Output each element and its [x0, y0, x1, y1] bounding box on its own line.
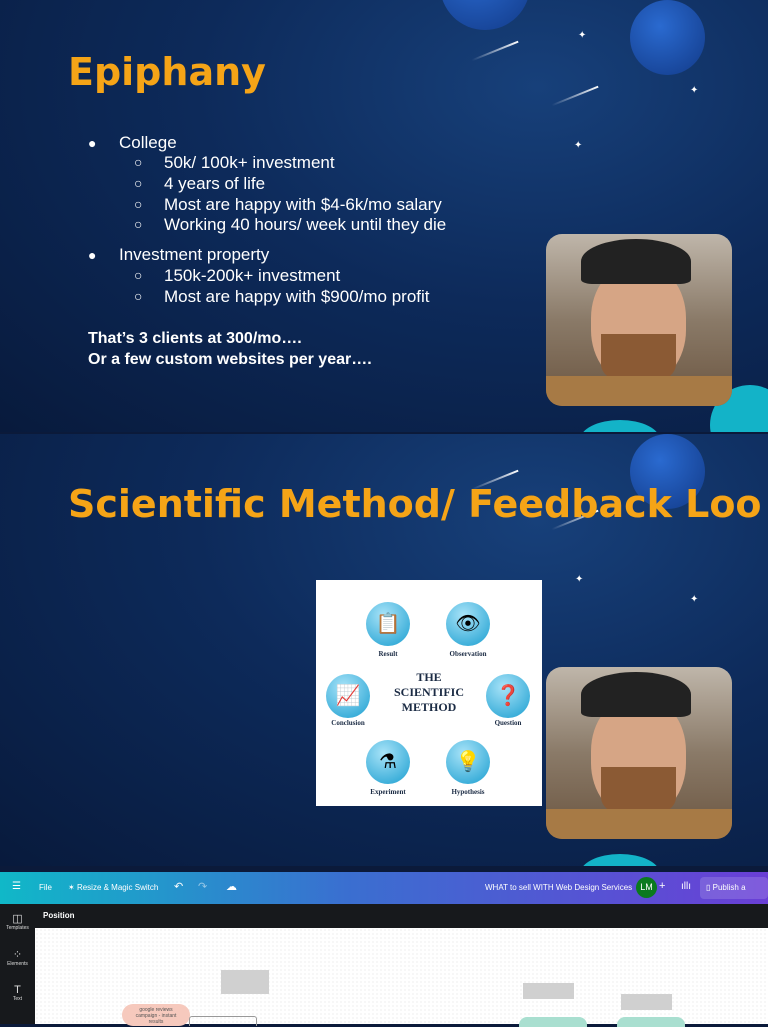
sub-bullet: Most are happy with $900/mo profit [164, 287, 430, 306]
cloud-decoration [580, 420, 660, 432]
step-label: Hypothesis [451, 788, 485, 796]
sub-bullet-icon: ○ [134, 196, 143, 212]
slide-scientific-method: ✦ ✦ Scientific Method/ Feedback Loo 📋 Re… [0, 434, 768, 866]
sub-bullet-icon: ○ [134, 216, 143, 232]
bullet-icon: ● [88, 247, 97, 263]
chart-icon: 📈 [326, 674, 370, 718]
shape[interactable] [519, 1017, 587, 1027]
bullet-investment-property: Investment property [119, 245, 270, 264]
result-icon: 📋 [366, 602, 410, 646]
sub-bullet: Working 40 hours/ week until they die [164, 215, 447, 234]
eye-icon: 👁 [446, 602, 490, 646]
publish-button[interactable]: ▯ Publish a [700, 877, 768, 899]
star-icon: ✦ [690, 594, 699, 605]
avatar[interactable]: LM [636, 877, 657, 898]
star-icon: ✦ [690, 85, 699, 96]
webcam-video [546, 234, 732, 406]
cloud-save-icon[interactable]: ☁ [226, 881, 237, 893]
step-label: Observation [449, 650, 487, 658]
text-icon: T [14, 984, 21, 996]
sidebar-item-templates[interactable]: ◫Templates [0, 912, 35, 931]
shape[interactable] [617, 1017, 685, 1027]
sub-bullet-icon: ○ [134, 154, 143, 170]
redo-icon[interactable]: ↷ [198, 881, 208, 893]
sub-bullet-icon: ○ [134, 288, 143, 304]
slide-epiphany: ✦ ✦ ✦ Epiphany ● College ○ 50k/ 100k+ in… [0, 0, 768, 432]
star-icon: ✦ [574, 140, 583, 151]
scientific-method-diagram: 📋 Result 👁 Observation ❓ Question 💡 Hypo… [316, 580, 542, 806]
star-icon: ✦ [575, 574, 584, 585]
sub-bullet: Most are happy with $4-6k/mo salary [164, 195, 442, 214]
step-label: Question [494, 719, 522, 727]
placeholder-box[interactable] [621, 994, 672, 1010]
bullet-icon: ● [88, 135, 97, 151]
star-icon: ✦ [578, 30, 587, 41]
analytics-icon[interactable]: ıllı [681, 881, 691, 892]
templates-icon: ◫ [12, 913, 23, 925]
step-label: Experiment [370, 788, 406, 796]
shooting-star [551, 85, 599, 107]
elements-icon: ⁘ [12, 949, 23, 961]
document-title[interactable]: WHAT to sell WITH Web Design Services [485, 883, 633, 892]
planet-decoration [630, 434, 705, 509]
slide-title: Epiphany [68, 50, 266, 94]
undo-icon[interactable]: ↶ [174, 881, 184, 893]
question-icon: ❓ [486, 674, 530, 718]
closing-line: That’s 3 clients at 300/mo…. [88, 330, 302, 347]
step-label: Result [378, 650, 398, 658]
closing-line: Or a few custom websites per year…. [88, 351, 372, 368]
position-bar[interactable]: Position [35, 904, 768, 928]
placeholder-box[interactable] [523, 983, 574, 999]
hamburger-icon[interactable]: ☰ [12, 881, 21, 892]
file-menu[interactable]: File [39, 883, 52, 892]
sub-bullet-icon: ○ [134, 175, 143, 191]
bullet-college: College [119, 133, 177, 152]
cloud-decoration [580, 854, 660, 866]
resize-magic-switch-button[interactable]: ✶ Resize & Magic Switch [68, 883, 159, 892]
planet-decoration [440, 0, 530, 30]
sub-bullet: 50k/ 100k+ investment [164, 153, 335, 172]
sub-bullet: 150k-200k+ investment [164, 266, 341, 285]
design-canvas[interactable]: google reviews campaign - instant result… [35, 928, 768, 1027]
sidebar-item-elements[interactable]: ⁘Elements [0, 948, 35, 967]
sticky-note[interactable]: google reviews campaign - instant result… [122, 1004, 190, 1026]
add-user-icon[interactable]: + [659, 880, 666, 892]
step-label: Conclusion [331, 719, 365, 727]
webcam-video [546, 667, 732, 839]
flask-icon: ⚗ [366, 740, 410, 784]
sub-bullet-icon: ○ [134, 267, 143, 283]
editor-toolbar: ☰ File ✶ Resize & Magic Switch ↶ ↷ ☁ WHA… [0, 872, 768, 904]
placeholder-box[interactable] [221, 970, 269, 994]
shooting-star [471, 40, 519, 62]
lightbulb-icon: 💡 [446, 740, 490, 784]
slide-title: Scientific Method/ Feedback Loo [68, 482, 762, 526]
sub-bullet: 4 years of life [164, 174, 266, 193]
planet-decoration [630, 0, 705, 75]
connector-box[interactable] [189, 1016, 257, 1026]
